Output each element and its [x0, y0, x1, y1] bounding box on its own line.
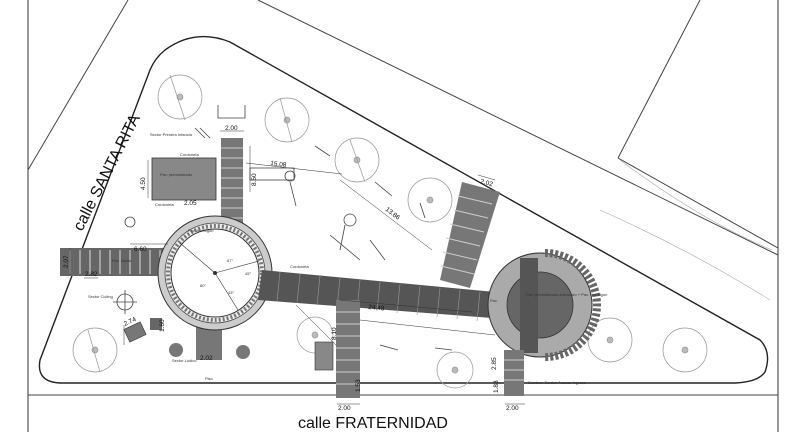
note-label: Pav. premoldeado articulado + Pav. Hormi… — [526, 292, 607, 297]
dim-label: 15.08 — [270, 160, 287, 169]
angle-label: 45° — [245, 271, 251, 276]
tree-icon — [157, 74, 203, 121]
right-circle-plaza — [487, 249, 601, 361]
dim-label: 2.74 — [123, 316, 138, 328]
street-edges — [27, 0, 779, 396]
dim-label: 1.88 — [493, 380, 500, 393]
angle-label: 43° — [228, 290, 234, 295]
contour-lines — [599, 159, 773, 301]
table-circle-icon — [236, 345, 250, 359]
note-label: Cordoneta — [155, 202, 174, 207]
street-fraternidad-name: FRATERNIDAD — [335, 415, 448, 432]
dim-label: 2.05 — [184, 200, 197, 207]
tree-icon — [662, 327, 708, 373]
dim-label: 8.50 — [251, 173, 258, 186]
dim-label: 1.53 — [355, 379, 362, 392]
dim-label: 2.00 — [506, 405, 519, 412]
trees — [72, 74, 708, 389]
sandbox-area — [151, 157, 217, 201]
dim-label: 2.02 — [479, 178, 493, 188]
dim-label: 2.02 — [200, 355, 213, 362]
street-santa-rita: calle SANTA RITA — [70, 111, 144, 233]
dim-label: 2.82 — [85, 271, 98, 278]
tree-icon — [264, 97, 310, 143]
note-label: Cordoneta — [290, 264, 309, 269]
bench-element — [123, 321, 147, 343]
note-label: Sector Cicling — [88, 294, 113, 299]
note-label: Cordoneta — [180, 152, 199, 157]
note-label: Pav. premoldeado — [160, 172, 193, 177]
dim-label: 8.10 — [331, 327, 338, 340]
left-ramp — [60, 248, 168, 276]
dim-label: 2.85 — [491, 357, 498, 370]
dim-label: 6.60 — [134, 246, 147, 253]
street-fraternidad: calle FRATERNIDAD — [298, 415, 448, 432]
bottom-right-path — [504, 350, 524, 396]
note-label: Sector Lúdico — [172, 358, 197, 363]
dim-label: 4.50 — [140, 177, 147, 190]
note-label: Pav. loseta — [112, 258, 132, 263]
note-label: Pav. — [490, 298, 498, 303]
right-diagonal-path — [440, 182, 500, 288]
tree-icon — [436, 351, 474, 389]
bench-block — [150, 318, 162, 330]
top-path — [221, 138, 243, 228]
left-circle-plaza — [157, 215, 273, 331]
bottom-middle-path — [336, 300, 360, 398]
dim-label: 2.00 — [225, 125, 238, 132]
note-label: Piso — [205, 376, 214, 381]
table-circle-icon — [169, 343, 183, 357]
tree-icon — [587, 317, 633, 363]
angle-label: 67° — [227, 258, 233, 263]
tree-icon — [407, 177, 453, 223]
dim-label: 2.07 — [63, 255, 70, 268]
dim-label: 13.86 — [384, 206, 401, 222]
small-equipment-area — [314, 341, 334, 371]
dim-label: 1.60 — [159, 319, 166, 332]
street-fraternidad-prefix: calle — [298, 415, 335, 432]
play-structures — [113, 105, 453, 351]
dimension-lines — [69, 130, 525, 405]
note-label: Pav. hormigon — [188, 228, 214, 233]
angle-label: 80° — [200, 283, 206, 288]
dim-label: 2.00 — [338, 405, 351, 412]
tree-icon — [72, 327, 118, 373]
note-label: Sendero Cordon Acceso Ingreso — [528, 380, 587, 385]
tree-icon — [334, 137, 380, 183]
dim-label: 24.48 — [368, 304, 385, 312]
note-label: Sector Primera Infancia — [150, 132, 193, 137]
